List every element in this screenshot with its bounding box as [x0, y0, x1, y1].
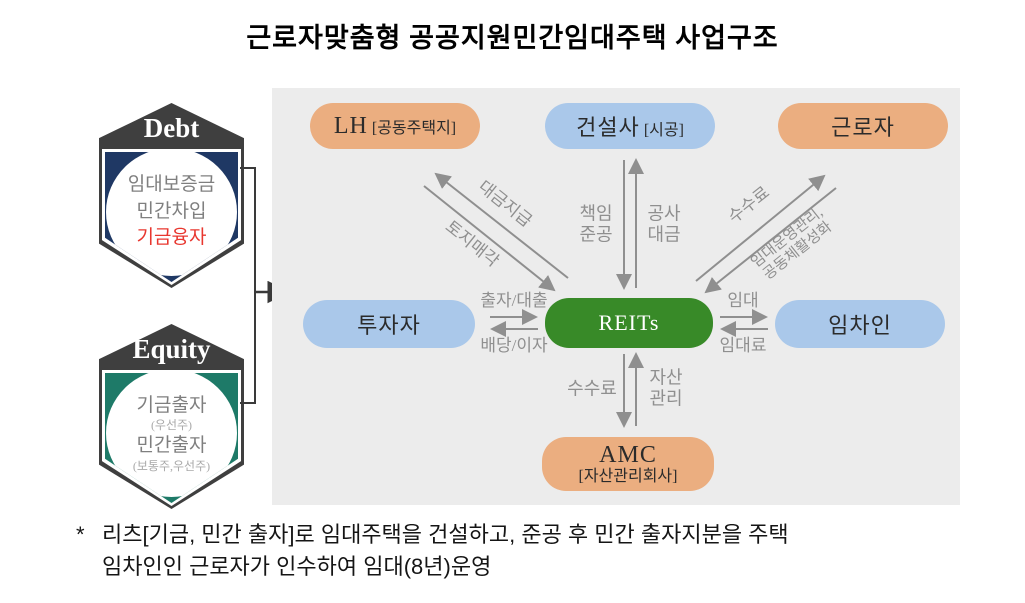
debt-badge: 임대보증금 민간차입 기금융자 Debt — [99, 103, 244, 288]
node-builder-name: 건설사 — [576, 115, 640, 140]
equity-badge: 기금출자 (우선주) 민간출자 (보통주,우선주) Equity — [99, 324, 244, 509]
footnote-line-1: * 리츠[기금, 민간 출자]로 임대주택을 건설하고, 준공 후 민간 출자지분… — [76, 519, 956, 551]
arrow-fee-to-worker — [695, 174, 826, 282]
arrow-landsale-to-reits — [423, 185, 556, 292]
footnote: * 리츠[기금, 민간 출자]로 임대주택을 건설하고, 준공 후 민간 출자지분… — [76, 519, 956, 583]
equity-item-private: 민간출자 — [136, 435, 207, 456]
node-investor-name: 투자자 — [357, 313, 421, 338]
footnote-marker: * — [76, 522, 85, 547]
flow-label-dividend-interest: 배당/이자 — [480, 336, 548, 356]
node-reits-name: REITs — [598, 310, 660, 335]
page-title: 근로자맞춤형 공공지원민간임대주택 사업구조 — [246, 23, 779, 53]
equity-item-fund-sub: (우선주) — [150, 418, 193, 433]
node-lh: LH [공동주택지] — [310, 103, 480, 149]
node-tenant-name: 임차인 — [828, 313, 892, 338]
flow-arrows — [423, 158, 837, 428]
footnote-line-2: 임차인인 근로자가 인수하여 임대(8년)운영 — [76, 551, 956, 583]
node-builder: 건설사 [시공] — [545, 103, 715, 149]
debt-badge-title: Debt — [143, 113, 200, 143]
node-tenant: 임차인 — [775, 300, 945, 348]
node-investor: 투자자 — [303, 300, 475, 348]
node-amc-tag: [자산관리회사] — [578, 468, 678, 486]
equity-badge-body: 기금출자 (우선주) 민간출자 (보통주,우선주) — [105, 373, 238, 503]
equity-item-private-sub: (보통주,우선주) — [132, 458, 211, 473]
node-lh-tag: [공동주택지] — [371, 119, 457, 137]
flow-label-lease: 임대 — [727, 291, 759, 311]
debt-item-deposit: 임대보증금 — [127, 174, 216, 196]
flow-label-construction-cost: 공사 대금 — [647, 203, 681, 244]
node-amc-name: AMC — [599, 442, 657, 468]
node-amc: AMC [자산관리회사] — [542, 437, 714, 491]
equity-item-fund: 기금출자 — [136, 394, 207, 416]
equity-badge-title: Equity — [132, 334, 211, 364]
node-worker-name: 근로자 — [831, 115, 895, 140]
debt-item-private-loan: 민간차입 — [136, 200, 207, 222]
footnote-text-2: 임차인인 근로자가 인수하여 임대(8년)운영 — [102, 554, 492, 580]
node-lh-name: LH — [333, 112, 368, 139]
flow-label-asset-management: 자산 관리 — [649, 367, 683, 408]
node-reits: REITs — [545, 298, 713, 348]
arrow-mgmt-to-reits — [704, 187, 837, 294]
diagram-panel: LH [공동주택지] 건설사 [시공] 근로자 투자자 REITs 임차인 AM… — [272, 88, 960, 505]
flow-label-rent: 임대료 — [719, 336, 767, 356]
node-worker: 근로자 — [778, 103, 948, 149]
footnote-text-1: 리츠[기금, 민간 출자]로 임대주택을 건설하고, 준공 후 민간 출자지분을… — [102, 522, 789, 547]
node-builder-tag: [시공] — [643, 122, 684, 139]
debt-item-fund-loan: 기금융자 — [136, 227, 207, 249]
flow-label-fee-amc: 수수료 — [567, 378, 617, 399]
flow-label-responsible-completion: 책임 준공 — [579, 203, 613, 244]
arrow-payment-to-lh — [434, 172, 569, 279]
debt-badge-body: 임대보증금 민간차입 기금융자 — [105, 152, 238, 282]
flow-label-invest-loan: 출자/대출 — [480, 291, 548, 311]
